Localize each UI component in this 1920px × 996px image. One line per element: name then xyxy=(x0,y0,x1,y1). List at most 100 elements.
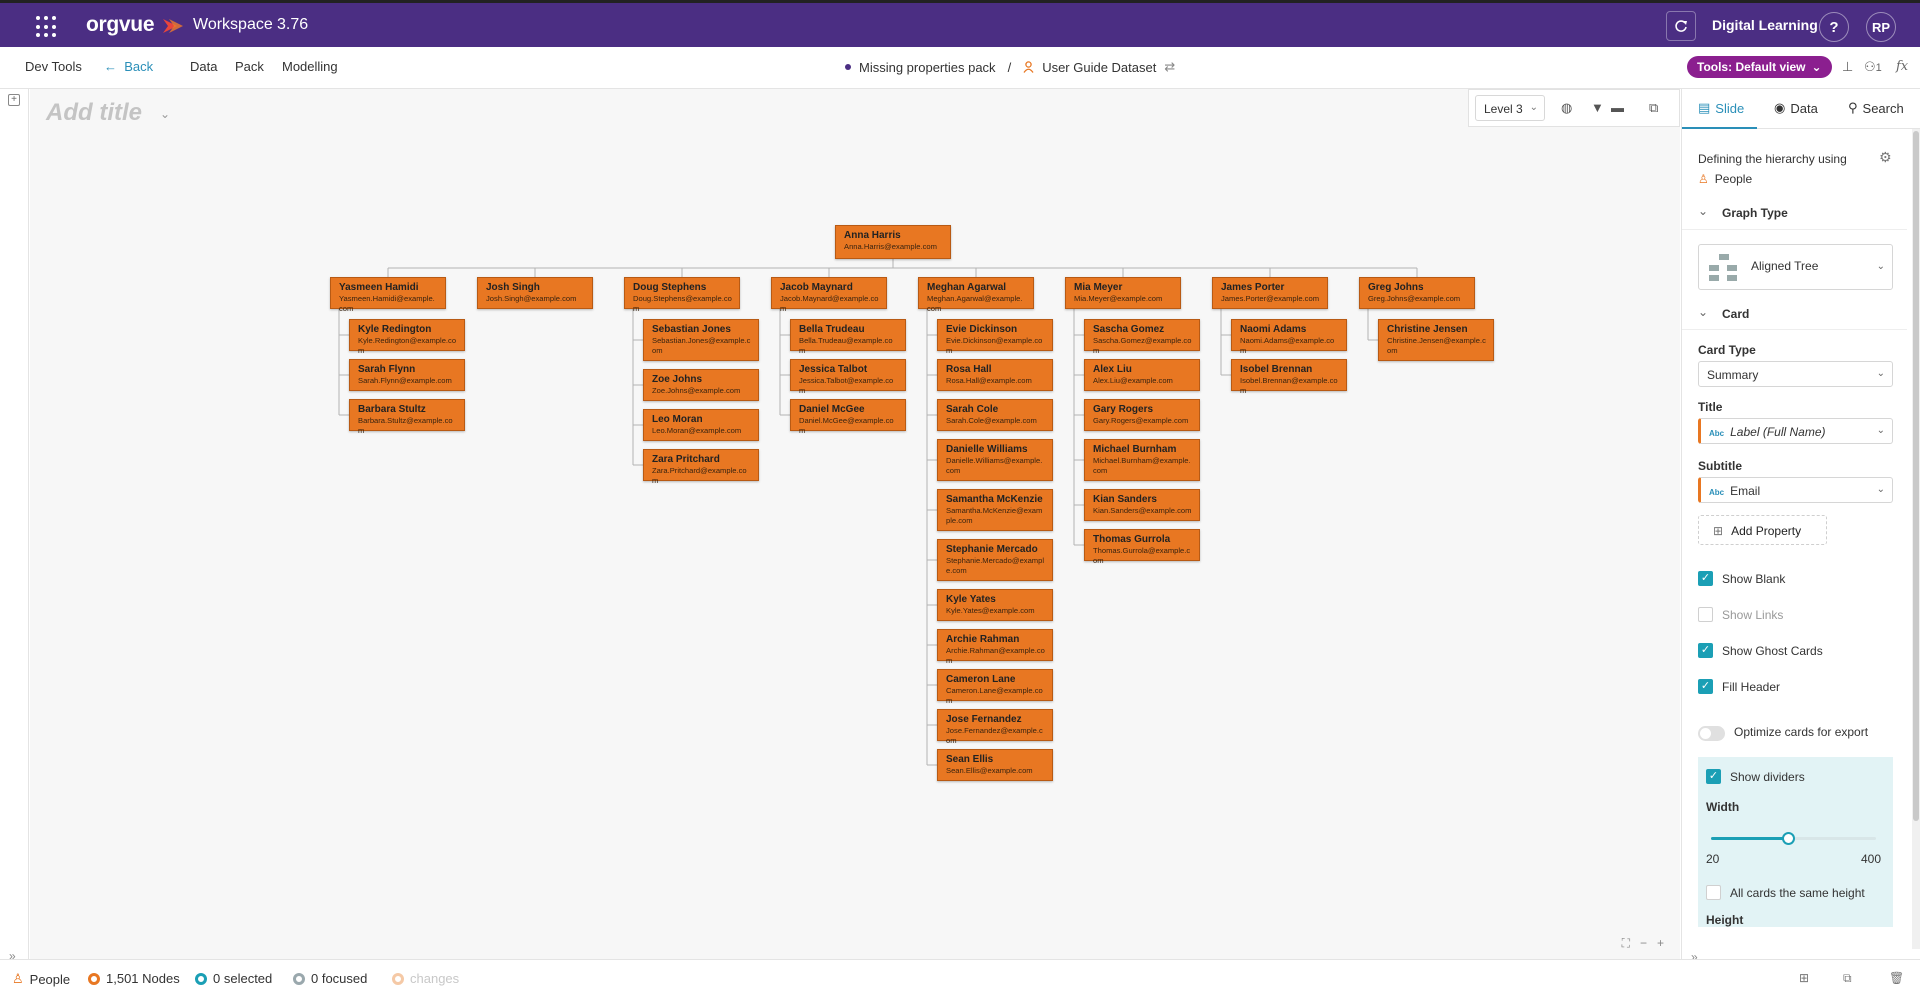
sync-button[interactable] xyxy=(1666,11,1696,41)
menu-modelling[interactable]: Modelling xyxy=(282,59,338,74)
chevron-down-icon[interactable]: ⌄ xyxy=(160,107,171,121)
add-panel-icon[interactable]: + xyxy=(8,94,20,106)
card-type-select[interactable]: Summary ⌄ xyxy=(1698,361,1893,387)
zoom-in-icon[interactable]: + xyxy=(1656,936,1664,950)
pin-icon[interactable]: ⊥ xyxy=(1842,59,1854,74)
trash-icon[interactable]: 🗑 xyxy=(1889,971,1905,985)
cards-icon[interactable]: ▬ xyxy=(1611,100,1624,115)
chevron-down-icon[interactable]: ⌄ xyxy=(1698,204,1709,218)
show-links-checkbox[interactable] xyxy=(1698,607,1713,622)
slide-title-placeholder[interactable]: Add title xyxy=(46,99,142,126)
expand-left-icon[interactable]: » xyxy=(9,949,16,963)
fill-header-checkbox[interactable]: ✓ xyxy=(1698,679,1713,694)
status-dimension[interactable]: ♙ People xyxy=(12,971,70,987)
menu-data[interactable]: Data xyxy=(190,59,218,74)
gear-icon[interactable]: ⚙ xyxy=(1879,149,1892,165)
status-nodes[interactable]: 1,501 Nodes xyxy=(88,971,180,986)
help-button[interactable]: ? xyxy=(1819,12,1849,42)
graph-type-section[interactable]: Graph Type xyxy=(1722,206,1788,220)
status-focused[interactable]: 0 focused xyxy=(293,971,367,986)
card-section[interactable]: Card xyxy=(1722,307,1750,321)
expand-right-icon[interactable]: » xyxy=(1691,950,1698,964)
zoom-out-icon[interactable]: − xyxy=(1639,936,1647,950)
add-property-button[interactable]: ⊞ Add Property xyxy=(1698,515,1827,545)
app-launcher-icon[interactable] xyxy=(36,16,58,38)
show-blank-checkbox[interactable]: ✓ xyxy=(1698,571,1713,586)
menu-pack[interactable]: Pack xyxy=(235,59,264,74)
breadcrumb-pack[interactable]: Missing properties pack xyxy=(859,59,996,75)
same-height-checkbox[interactable] xyxy=(1706,885,1721,900)
tab-search[interactable]: ⚲Search xyxy=(1848,100,1904,116)
export-icon[interactable]: ⧉ xyxy=(1649,100,1659,115)
status-changes[interactable]: changes xyxy=(392,971,459,986)
tools-view-dropdown[interactable]: Tools: Default view ⌄ xyxy=(1687,56,1832,78)
user-avatar[interactable]: RP xyxy=(1866,12,1896,42)
status-selected[interactable]: 0 selected xyxy=(195,971,272,986)
width-slider-handle[interactable] xyxy=(1782,832,1795,845)
org-chart-canvas[interactable]: Add title ⌄ Level 3 ⌄ ◍ ▼ ▬ ⧉ Anna Harri… xyxy=(30,89,1680,959)
duplicate-icon[interactable]: ⧉ xyxy=(1843,971,1852,985)
collaborators-icon[interactable]: ⚇1 xyxy=(1864,59,1882,74)
filter-icon[interactable]: ▼ xyxy=(1591,100,1604,115)
level-select[interactable]: Level 3 ⌄ xyxy=(1475,95,1545,121)
hierarchy-dimension[interactable]: ♙ People xyxy=(1698,172,1752,186)
formula-icon[interactable]: fx xyxy=(1896,59,1909,74)
back-button[interactable]: ← Back xyxy=(104,59,153,74)
optimize-cards-toggle[interactable] xyxy=(1698,726,1725,741)
fit-screen-icon[interactable]: ⛶ xyxy=(1621,936,1630,950)
show-dividers-checkbox[interactable]: ✓ xyxy=(1706,769,1721,784)
graph-type-select[interactable]: Aligned Tree ⌄ xyxy=(1698,244,1893,290)
chevron-down-icon[interactable]: ⌄ xyxy=(1698,305,1709,319)
swap-dataset-icon[interactable]: ⇄ xyxy=(1164,59,1176,74)
show-ghost-cards-checkbox[interactable]: ✓ xyxy=(1698,643,1713,658)
org-name[interactable]: Digital Learning xyxy=(1712,17,1818,33)
panel-scrollbar[interactable] xyxy=(1912,129,1920,949)
breadcrumb-dataset[interactable]: User Guide Dataset xyxy=(1042,59,1157,75)
add-card-icon[interactable]: ⊞ xyxy=(1799,971,1810,985)
palette-icon[interactable]: ◍ xyxy=(1561,100,1573,115)
tab-slide[interactable]: ▤Slide xyxy=(1698,100,1744,116)
dev-tools-menu[interactable]: Dev Tools xyxy=(25,59,82,74)
tab-data[interactable]: ◉Data xyxy=(1774,100,1818,116)
